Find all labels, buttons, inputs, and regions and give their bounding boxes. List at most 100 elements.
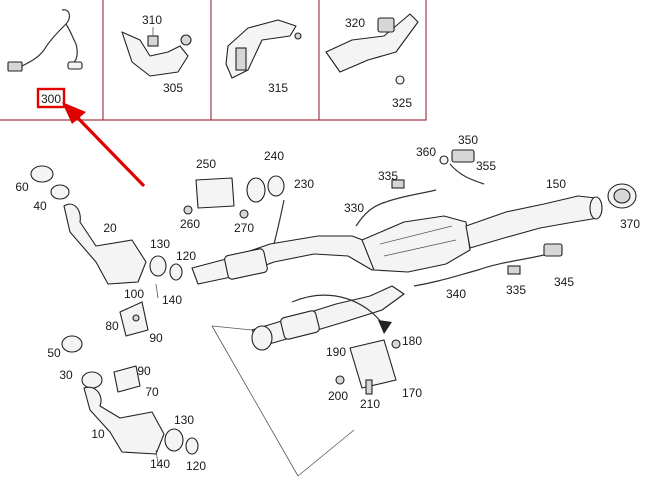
callout-240[interactable]: 240 — [264, 149, 284, 163]
view-guide-lines — [211, 325, 355, 477]
bracket-clamp — [235, 47, 247, 71]
rear-bracket-190[interactable] — [335, 339, 401, 395]
callout-140-lower[interactable]: 140 — [150, 457, 170, 471]
sensor-assembly-350[interactable] — [439, 149, 485, 185]
sensor-probe — [67, 61, 83, 70]
callout-90-lower[interactable]: 90 — [137, 364, 151, 378]
flex-section-upper — [224, 248, 268, 280]
label-320[interactable]: 320 — [345, 16, 365, 30]
callout-200[interactable]: 200 — [328, 389, 348, 403]
connector-320 — [377, 17, 395, 33]
center-catalytic-converter[interactable] — [361, 215, 471, 273]
callout-350[interactable]: 350 — [458, 133, 478, 147]
callout-90-upper[interactable]: 90 — [149, 331, 163, 345]
callout-360[interactable]: 360 — [416, 145, 436, 159]
callout-130-upper[interactable]: 130 — [150, 237, 170, 251]
clamp-130a — [149, 255, 167, 277]
mid-pipe-150[interactable] — [465, 195, 603, 249]
bolt-180 — [391, 339, 401, 349]
callout-120-upper[interactable]: 120 — [176, 249, 196, 263]
front-catalytic-converter-upper[interactable] — [30, 165, 183, 285]
gasket-120a — [169, 263, 183, 281]
callout-250[interactable]: 250 — [196, 157, 216, 171]
clip-325 — [395, 75, 405, 85]
callout-180[interactable]: 180 — [402, 334, 422, 348]
callout-20[interactable]: 20 — [103, 221, 117, 235]
front-catalytic-converter-lower[interactable] — [61, 335, 199, 455]
inset-panel — [0, 0, 427, 121]
bracket-bolt — [294, 32, 302, 40]
callout-270[interactable]: 270 — [234, 221, 254, 235]
assembly-direction-arrow — [291, 294, 392, 334]
pipe-inlet-lower — [251, 325, 273, 351]
sensor-360 — [439, 155, 449, 165]
nut-260 — [183, 205, 193, 215]
callout-335-lower[interactable]: 335 — [506, 283, 526, 297]
inset-bracket-315[interactable] — [225, 19, 302, 79]
label-315[interactable]: 315 — [268, 81, 288, 95]
connector-335b — [507, 265, 521, 275]
bracket-bolt-90 — [132, 314, 140, 322]
callout-330[interactable]: 330 — [344, 201, 364, 215]
callout-355[interactable]: 355 — [476, 159, 496, 173]
ring-40 — [50, 184, 70, 200]
ring-30 — [81, 371, 103, 389]
highlight-box — [36, 87, 66, 109]
oxygen-sensor-330[interactable] — [355, 179, 437, 227]
bracket-80[interactable] — [119, 283, 159, 337]
nut-200 — [335, 375, 345, 385]
bracket-nut — [180, 34, 192, 46]
callout-80[interactable]: 80 — [105, 319, 119, 333]
callout-340[interactable]: 340 — [446, 287, 466, 301]
highlight-arrow-head — [62, 102, 86, 124]
callout-60[interactable]: 60 — [15, 180, 29, 194]
pipe-outlet — [589, 196, 603, 220]
callout-150[interactable]: 150 — [546, 177, 566, 191]
hanger-bracket-250[interactable] — [183, 177, 249, 219]
sensor-connector — [7, 61, 23, 72]
callout-30[interactable]: 30 — [59, 368, 73, 382]
callout-370[interactable]: 370 — [620, 217, 640, 231]
gasket-60 — [30, 165, 54, 183]
callout-100[interactable]: 100 — [124, 287, 144, 301]
rear-clamp-370[interactable] — [607, 183, 637, 209]
callout-210[interactable]: 210 — [360, 397, 380, 411]
callout-40[interactable]: 40 — [33, 199, 47, 213]
label-305[interactable]: 305 — [163, 81, 183, 95]
label-300[interactable]: 300 — [41, 92, 61, 106]
callout-230[interactable]: 230 — [294, 177, 314, 191]
bolt-210 — [365, 379, 373, 395]
connector-345 — [543, 243, 563, 257]
connector-335a — [391, 179, 405, 189]
highlight-annotation — [36, 87, 146, 188]
callout-50[interactable]: 50 — [47, 346, 61, 360]
clamp-130b — [164, 428, 184, 452]
callout-190[interactable]: 190 — [326, 345, 346, 359]
callout-70[interactable]: 70 — [145, 385, 159, 399]
bolt-310 — [147, 35, 159, 47]
bracket-70[interactable] — [113, 365, 159, 465]
bolt-270 — [239, 209, 249, 219]
callout-140-upper[interactable]: 140 — [162, 293, 182, 307]
label-310[interactable]: 310 — [142, 13, 162, 27]
callout-335-upper[interactable]: 335 — [378, 169, 398, 183]
callout-260[interactable]: 260 — [180, 217, 200, 231]
highlight-arrow-shaft — [72, 112, 146, 188]
callout-170[interactable]: 170 — [402, 386, 422, 400]
oxygen-sensor-340[interactable] — [413, 243, 563, 287]
inset-connector-bracket[interactable] — [325, 13, 419, 85]
inset-bracket-305[interactable] — [121, 27, 192, 77]
gasket-120b — [185, 437, 199, 455]
callout-345[interactable]: 345 — [554, 275, 574, 289]
front-pipe-lower[interactable] — [251, 285, 405, 351]
callout-130-lower[interactable]: 130 — [174, 413, 194, 427]
inset-oxygen-sensor[interactable] — [7, 9, 83, 72]
callout-10[interactable]: 10 — [91, 427, 105, 441]
label-325[interactable]: 325 — [392, 96, 412, 110]
rubber-mount-240[interactable] — [246, 175, 285, 245]
callout-120-lower[interactable]: 120 — [186, 459, 206, 473]
gasket-50 — [61, 335, 83, 353]
front-pipe-upper[interactable] — [191, 235, 393, 285]
flex-section-lower — [280, 310, 320, 340]
